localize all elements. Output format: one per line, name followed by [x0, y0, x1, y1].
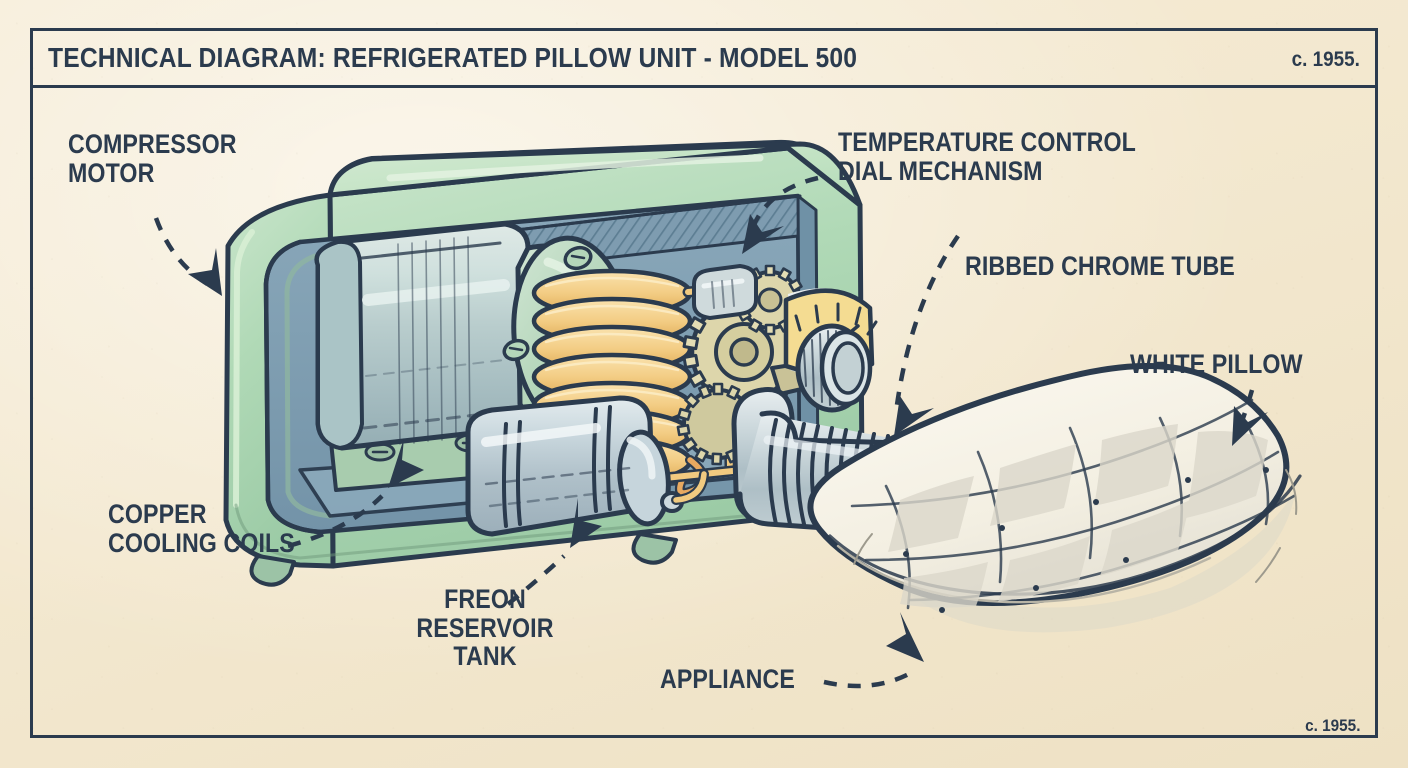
callout-line: RIBBED CHROME TUBE: [965, 251, 1235, 281]
cabinet-feet: [249, 532, 678, 587]
control-knob: [795, 323, 873, 413]
callout-line: RESERVOIR: [416, 612, 554, 643]
temperature-dial: [783, 288, 878, 413]
callout-line: APPLIANCE: [660, 664, 795, 694]
callout-copper-cooling-coils: COPPER COOLING COILS: [108, 500, 295, 557]
arrow-copper-cooling-coils: [287, 494, 384, 549]
arrow-white-pillow: [1233, 389, 1255, 437]
arrow-temperature-control: [745, 175, 819, 245]
white-pillow: [807, 363, 1302, 633]
callout-line: FREON: [444, 584, 526, 614]
diagram-border-frame: [30, 28, 1378, 738]
header-divider: [33, 85, 1375, 88]
callout-arrowheads: [188, 214, 1268, 662]
callout-line: COPPER: [108, 499, 207, 529]
freon-reservoir-tank: [465, 395, 709, 537]
callout-appliance: APPLIANCE: [660, 665, 795, 694]
callout-temperature-control: TEMPERATURE CONTROL DIAL MECHANISM: [838, 128, 1136, 185]
gauge-ticks: [794, 302, 878, 336]
cam-roller: [692, 264, 758, 320]
header-date: c. 1955.: [1291, 48, 1360, 71]
callout-white-pillow: WHITE PILLOW: [1130, 350, 1303, 379]
callout-line: TANK: [453, 641, 517, 672]
footer-date: c. 1955.: [1304, 716, 1360, 735]
arrow-compressor-motor: [153, 217, 220, 293]
callout-line: TEMPERATURE CONTROL: [838, 127, 1136, 157]
callout-line: WHITE PILLOW: [1130, 349, 1303, 379]
callout-freon-reservoir-tank: FREON RESERVOIR TANK: [403, 585, 566, 671]
callout-compressor-motor: COMPRESSOR MOTOR: [68, 130, 237, 187]
callout-arrows: [153, 175, 1255, 689]
page-title: TECHNICAL DIAGRAM: REFRIGERATED PILLOW U…: [48, 42, 858, 73]
callout-line: COOLING COILS: [108, 527, 295, 558]
callout-line: MOTOR: [68, 157, 155, 188]
callout-line: COMPRESSOR: [68, 129, 237, 159]
arrow-freon-reservoir-tank: [506, 554, 566, 606]
arrow-appliance: [823, 668, 918, 689]
callout-ribbed-chrome-tube: RIBBED CHROME TUBE: [965, 252, 1235, 281]
callout-line: DIAL MECHANISM: [838, 155, 1043, 186]
